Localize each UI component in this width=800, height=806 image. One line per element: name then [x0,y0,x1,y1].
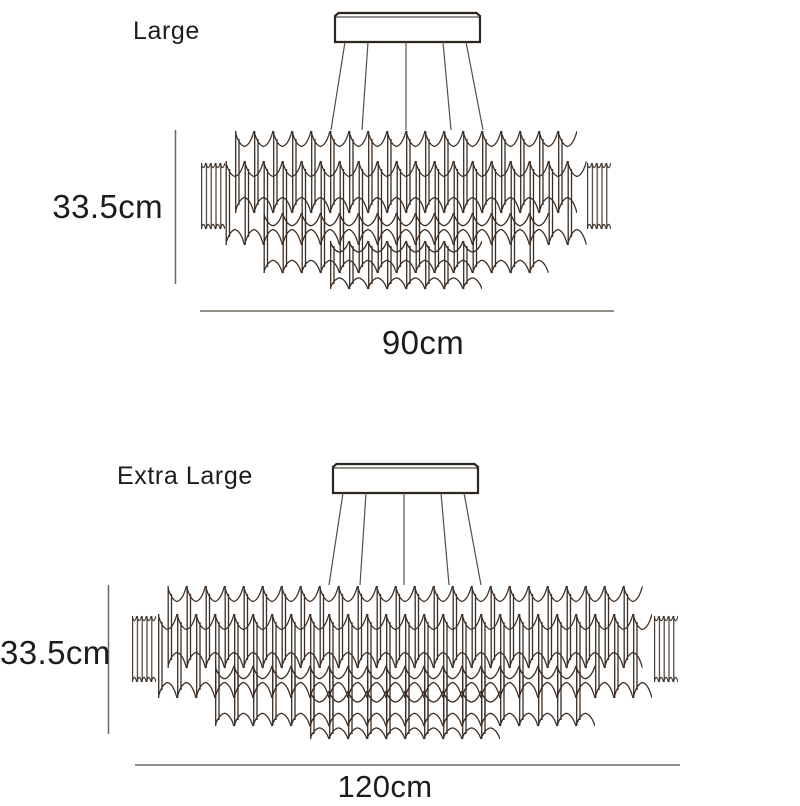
diagram-large-art [174,11,614,312]
canopy-large [333,11,482,44]
size-label-large: Large [133,17,200,45]
width-value-extra-large: 120cm [337,769,433,804]
suspension-wires-large [330,41,484,131]
width-value-large: 90cm [381,324,465,361]
height-value-large: 33.5cm [52,188,163,225]
canopy-extra-large [331,462,480,495]
size-label-extra-large: Extra Large [117,462,253,490]
chandelier-extra-large-drawing [132,585,678,740]
height-value-extra-large: 33.5cm [0,634,111,671]
diagram-extra-large-art [107,462,680,766]
chandelier-large-drawing [201,130,611,290]
suspension-wires-extra-large [328,492,482,586]
